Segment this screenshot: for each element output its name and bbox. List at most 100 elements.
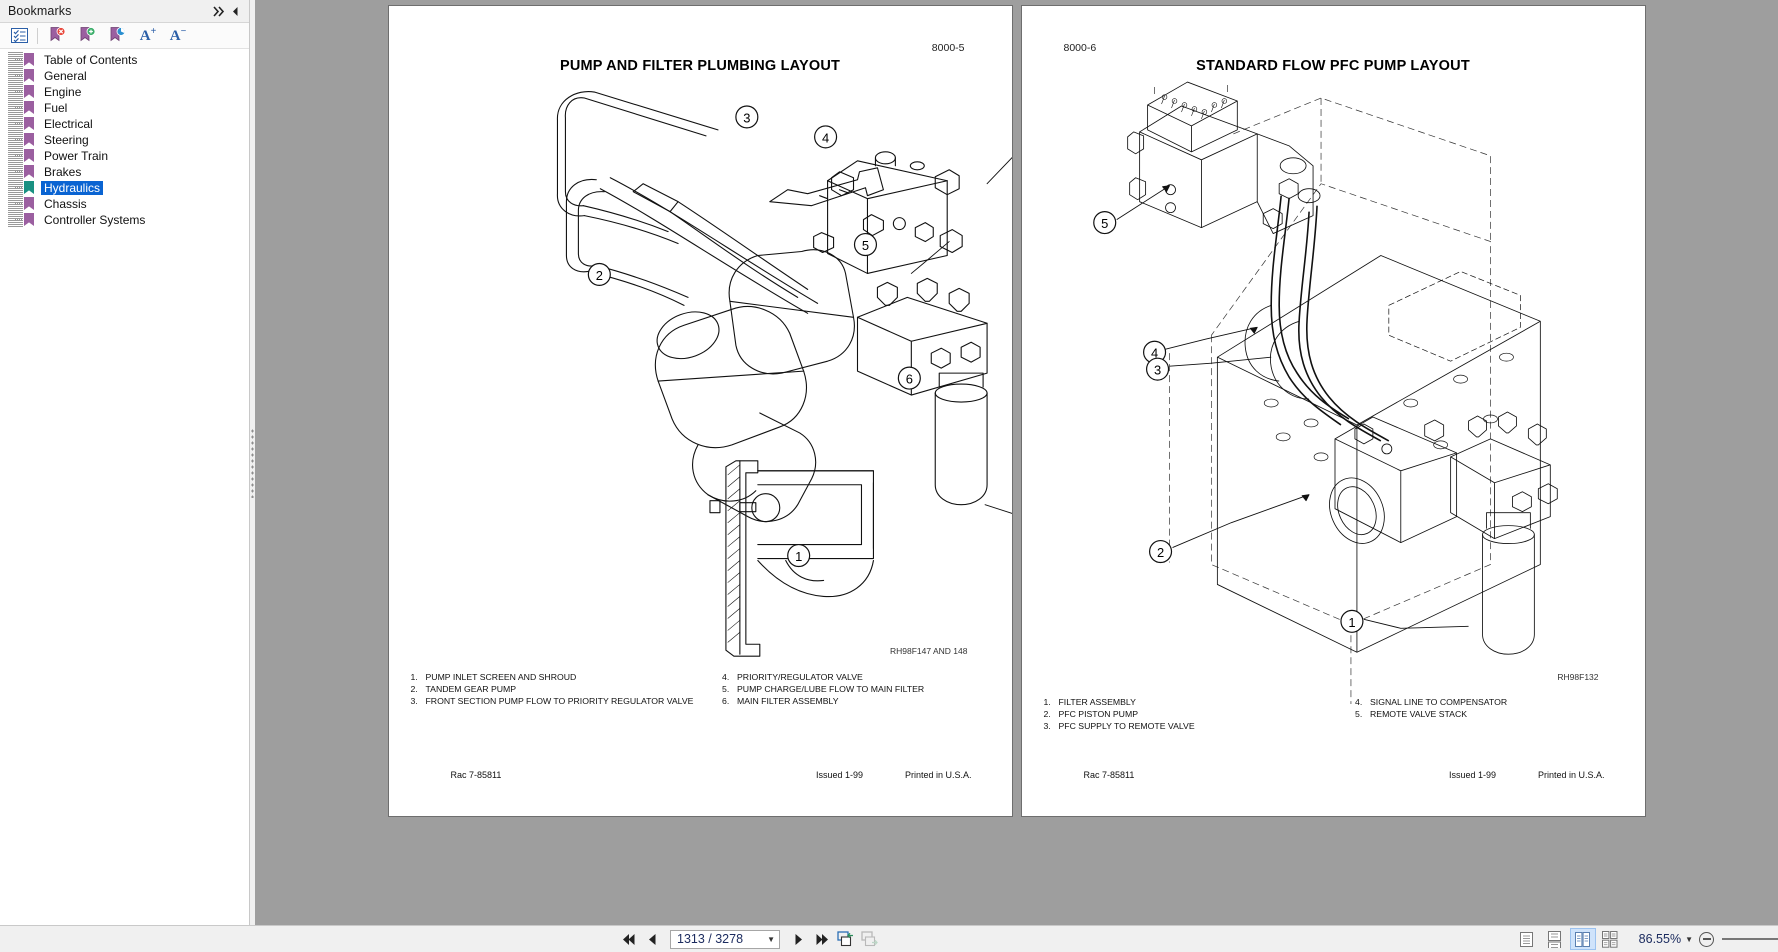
footer-doc-id-left: Rac 7-85811: [450, 770, 502, 780]
legend-item: 3.FRONT SECTION PUMP FLOW TO PRIORITY RE…: [389, 695, 701, 707]
legend-item-text: MAIN FILTER ASSEMBLY: [737, 696, 839, 707]
bookmarks-panel-header: Bookmarks: [0, 0, 249, 23]
new-bookmark-icon[interactable]: [73, 24, 103, 48]
tree-connector: [8, 132, 23, 148]
page-footer-left: Rac 7-85811 Issued 1-99 Printed in U.S.A…: [389, 770, 1012, 780]
bookmark-label: Power Train: [44, 149, 109, 163]
hide-sidebar-icon[interactable]: [227, 3, 243, 19]
legend-item-number: 5.: [722, 684, 730, 695]
bookmark-label: Table of Contents: [44, 53, 138, 67]
footer-issued-left: Issued 1-99: [815, 770, 863, 780]
tree-connector: [8, 84, 23, 100]
main-body: Bookmarks: [0, 0, 1778, 925]
bookmark-item-fuel[interactable]: Fuel: [0, 100, 249, 116]
figure-pump-and-filter-plumbing: [556, 91, 1012, 657]
chevron-down-icon[interactable]: ▼: [767, 934, 775, 944]
legend-item-number: 6.: [722, 696, 730, 707]
bookmark-label: Brakes: [44, 165, 82, 179]
bookmark-item-table-of-contents[interactable]: Table of Contents: [0, 52, 249, 68]
figure-code-left: RH98F147 AND 148: [890, 646, 968, 656]
bookmark-label: Fuel: [44, 101, 68, 115]
page-number-input[interactable]: 1313 / 3278 ▼: [670, 929, 780, 949]
previous-page-button[interactable]: [640, 928, 664, 950]
legend-item: 4.PRIORITY/REGULATOR VALVE: [700, 671, 1012, 683]
pdf-page-viewport[interactable]: 8000-5 PUMP AND FILTER PLUMBING LAYOUT: [255, 0, 1778, 925]
expand-collapse-icon[interactable]: [4, 24, 34, 48]
collapse-all-icon[interactable]: [211, 3, 227, 19]
svg-text:5: 5: [861, 238, 868, 253]
edit-bookmark-icon[interactable]: [103, 24, 133, 48]
legend-item-text: SIGNAL LINE TO COMPENSATOR: [1370, 697, 1508, 707]
bookmark-item-electrical[interactable]: Electrical: [0, 116, 249, 132]
page-label-right: 8000-6: [1063, 42, 1097, 54]
legend-item-text: PUMP INLET SCREEN AND SHROUD: [425, 672, 577, 682]
bookmark-flag-icon: [23, 69, 36, 83]
bookmark-flag-icon: [23, 117, 36, 131]
bookmark-item-controller-systems[interactable]: Controller Systems: [0, 212, 249, 228]
tree-connector: [8, 52, 23, 68]
bookmark-flag-icon: [23, 197, 36, 211]
bookmark-item-hydraulics[interactable]: Hydraulics: [0, 180, 249, 196]
legend-item-number: 4.: [1355, 697, 1363, 707]
bookmark-label: Chassis: [44, 197, 87, 211]
page-number-value: 1313 / 3278: [677, 932, 744, 946]
bookmark-label: General: [44, 69, 87, 83]
page-title-right: STANDARD FLOW PFC PUMP LAYOUT: [1196, 58, 1470, 74]
zoom-dropdown-chevron-icon[interactable]: ▼: [1685, 934, 1693, 944]
go-back-view-button[interactable]: [834, 928, 858, 950]
pdf-page-left: 8000-5 PUMP AND FILTER PLUMBING LAYOUT: [387, 5, 1013, 817]
bookmark-label: Engine: [44, 85, 82, 99]
bookmark-flag-icon: [23, 213, 36, 227]
zoom-slider[interactable]: [1722, 938, 1778, 940]
page-label-left: 8000-5: [931, 42, 965, 54]
single-page-view-button[interactable]: [1514, 928, 1540, 950]
figure-code-right: RH98F132: [1557, 672, 1599, 682]
legend-item-text: FRONT SECTION PUMP FLOW TO PRIORITY REGU…: [425, 696, 694, 707]
bookmark-item-brakes[interactable]: Brakes: [0, 164, 249, 180]
two-page-view-button[interactable]: [1569, 928, 1596, 950]
page-title-left: PUMP AND FILTER PLUMBING LAYOUT: [559, 58, 841, 74]
figure-standard-flow-pfc-pump: [1115, 81, 1558, 705]
pdf-page-right: 8000-6 STANDARD FLOW PFC PUMP LAYOUT: [1020, 5, 1646, 817]
sidebar-splitter[interactable]: [250, 0, 255, 925]
bookmark-item-chassis[interactable]: Chassis: [0, 196, 249, 212]
svg-text:4: 4: [821, 130, 828, 145]
increase-text-size-icon[interactable]: A+: [139, 26, 157, 44]
legend-item: 5.REMOTE VALVE STACK: [1333, 708, 1645, 720]
bookmark-item-general[interactable]: General: [0, 68, 249, 84]
legend-item: 2.PFC PISTON PUMP: [1022, 708, 1334, 720]
figure-callouts-right: 54 32 1: [1092, 211, 1364, 633]
first-page-button[interactable]: [616, 928, 640, 950]
svg-text:2: 2: [595, 268, 602, 283]
next-page-button[interactable]: [786, 928, 810, 950]
bookmark-item-engine[interactable]: Engine: [0, 84, 249, 100]
bookmarks-sidebar: Bookmarks: [0, 0, 250, 925]
viewer-statusbar: 1313 / 3278 ▼: [0, 925, 1778, 952]
svg-text:1: 1: [1348, 615, 1355, 630]
splitter-grip: [251, 427, 254, 498]
legend-item: 3.PFC SUPPLY TO REMOTE VALVE: [1022, 720, 1334, 732]
legend-item-text: PFC PISTON PUMP: [1058, 709, 1139, 720]
legend-item: 2.TANDEM GEAR PUMP: [389, 683, 701, 695]
go-forward-view-button[interactable]: [858, 928, 882, 950]
delete-bookmark-icon[interactable]: [43, 24, 73, 48]
page-footer-right: Rac 7-85811 Issued 1-99 Printed in U.S.A…: [1022, 770, 1645, 780]
two-page-scroll-view-button[interactable]: [1598, 928, 1624, 950]
continuous-scroll-view-button[interactable]: [1542, 928, 1568, 950]
last-page-button[interactable]: [810, 928, 834, 950]
svg-text:3: 3: [1153, 363, 1160, 378]
legend-item: 4. SIGNAL LINE TO COMPENSATOR: [1333, 696, 1645, 708]
svg-text:6: 6: [905, 372, 912, 387]
legend-item-text: PUMP CHARGE/LUBE FLOW TO MAIN FILTER: [737, 684, 925, 695]
decrease-text-size-icon[interactable]: A−: [169, 26, 187, 44]
footer-issued-right: Issued 1-99: [1448, 770, 1496, 780]
bookmark-item-steering[interactable]: Steering: [0, 132, 249, 148]
zoom-out-button[interactable]: [1699, 931, 1714, 947]
svg-text:2: 2: [1156, 545, 1163, 560]
bookmark-item-power-train[interactable]: Power Train: [0, 148, 249, 164]
